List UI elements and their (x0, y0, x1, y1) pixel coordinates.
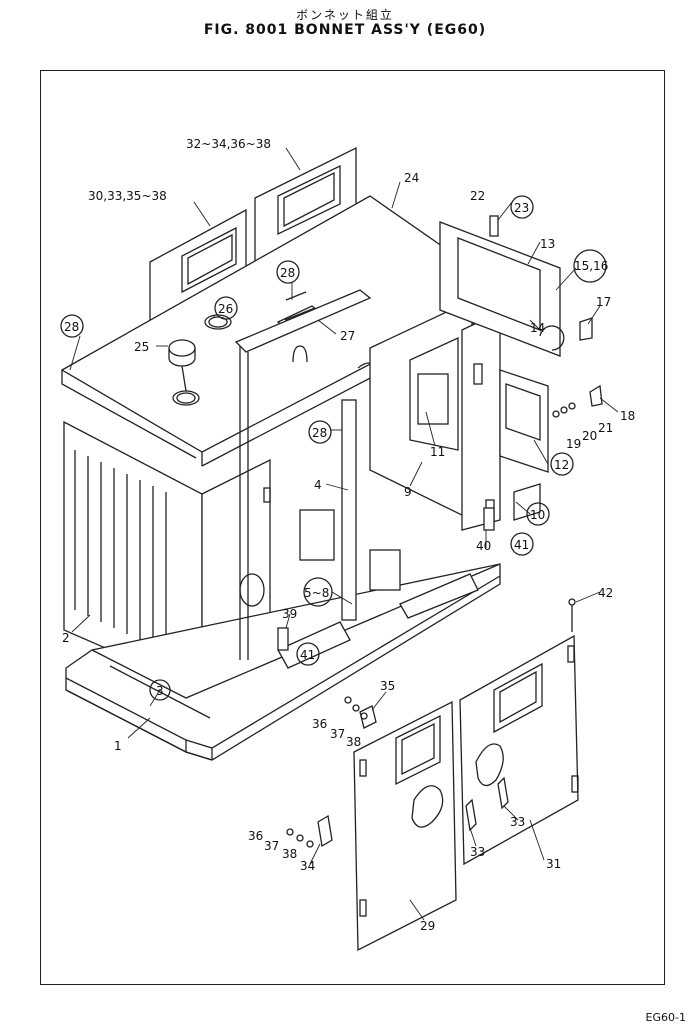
bracket-40 (483, 507, 495, 531)
part-labels: 1 2 3 4 5~8 9 10 11 12 13 14 15,16 17 18… (62, 137, 635, 933)
callout-circles (60, 195, 607, 701)
label-36-b: 36 (248, 829, 263, 843)
latch-17 (579, 317, 593, 341)
label-23: 23 (514, 201, 529, 215)
label-40: 40 (476, 539, 491, 553)
label-41-b: 41 (514, 538, 529, 552)
label-42: 42 (598, 586, 613, 600)
label-21: 21 (598, 421, 613, 435)
label-1: 1 (114, 739, 122, 753)
label-18: 18 (620, 409, 635, 423)
label-5-8: 5~8 (304, 586, 329, 600)
door-handle-right (475, 743, 504, 787)
label-39: 39 (282, 607, 297, 621)
label-26: 26 (218, 302, 233, 316)
base-frame (65, 509, 501, 761)
pin-42 (568, 598, 576, 606)
label-22: 22 (470, 189, 485, 203)
latch-33b (497, 776, 509, 810)
label-12: 12 (554, 458, 569, 472)
label-2: 2 (62, 631, 70, 645)
label-25: 25 (134, 340, 149, 354)
latch-34 (317, 814, 333, 848)
rear-door-panel (499, 369, 549, 473)
label-34: 34 (300, 859, 315, 873)
center-pillar (341, 399, 357, 621)
label-28-left: 28 (64, 320, 79, 334)
drawing-frame (40, 70, 665, 985)
front-door-left (353, 700, 457, 952)
label-19: 19 (566, 437, 581, 451)
label-27: 27 (340, 329, 355, 343)
front-door-right (459, 634, 579, 866)
label-38-a: 38 (346, 735, 361, 749)
label-24: 24 (404, 171, 419, 185)
figure-title: FIG. 8001 BONNET ASS'Y (EG60) (203, 22, 487, 38)
label-4: 4 (314, 478, 322, 492)
latch-18 (589, 384, 603, 407)
label-20: 20 (582, 429, 597, 443)
label-10: 10 (530, 508, 545, 522)
leader-lines (69, 147, 619, 921)
handle-14 (539, 325, 565, 351)
page-code: EG60-1 (645, 1011, 686, 1024)
engine-mount-left (299, 509, 335, 561)
label-14: 14 (530, 321, 545, 335)
label-33-b: 33 (510, 815, 525, 829)
door-handle-left (411, 785, 444, 828)
label-11: 11 (430, 445, 445, 459)
label-28-top: 28 (280, 266, 295, 280)
label-33-a: 33 (470, 845, 485, 859)
label-28-center: 28 (312, 426, 327, 440)
label-35: 35 (380, 679, 395, 693)
label-15-16: 15,16 (574, 259, 608, 273)
label-3: 3 (156, 684, 164, 698)
label-29: 29 (420, 919, 435, 933)
bracket-39 (277, 627, 289, 651)
latch-22 (489, 215, 499, 237)
label-9: 9 (404, 485, 412, 499)
engine-mount-right (369, 549, 401, 591)
rear-frame (369, 298, 501, 531)
label-31: 31 (546, 857, 561, 871)
label-37-b: 37 (264, 839, 279, 853)
latch-35 (359, 705, 377, 729)
label-41-a: 41 (300, 648, 315, 662)
label-36-a: 36 (312, 717, 327, 731)
label-38-b: 38 (282, 847, 297, 861)
radiator-cap-assembly (168, 314, 232, 406)
latch-33a (465, 798, 477, 832)
label-13: 13 (540, 237, 555, 251)
plate-10 (513, 483, 541, 521)
figure-title-japanese: ボンネット組立 (296, 8, 394, 22)
label-17: 17 (596, 295, 611, 309)
label-37-a: 37 (330, 727, 345, 741)
label-32-34-36-38: 32~34,36~38 (186, 137, 271, 151)
label-30-33-35-38: 30,33,35~38 (88, 189, 167, 203)
lifting-hook (292, 345, 308, 363)
